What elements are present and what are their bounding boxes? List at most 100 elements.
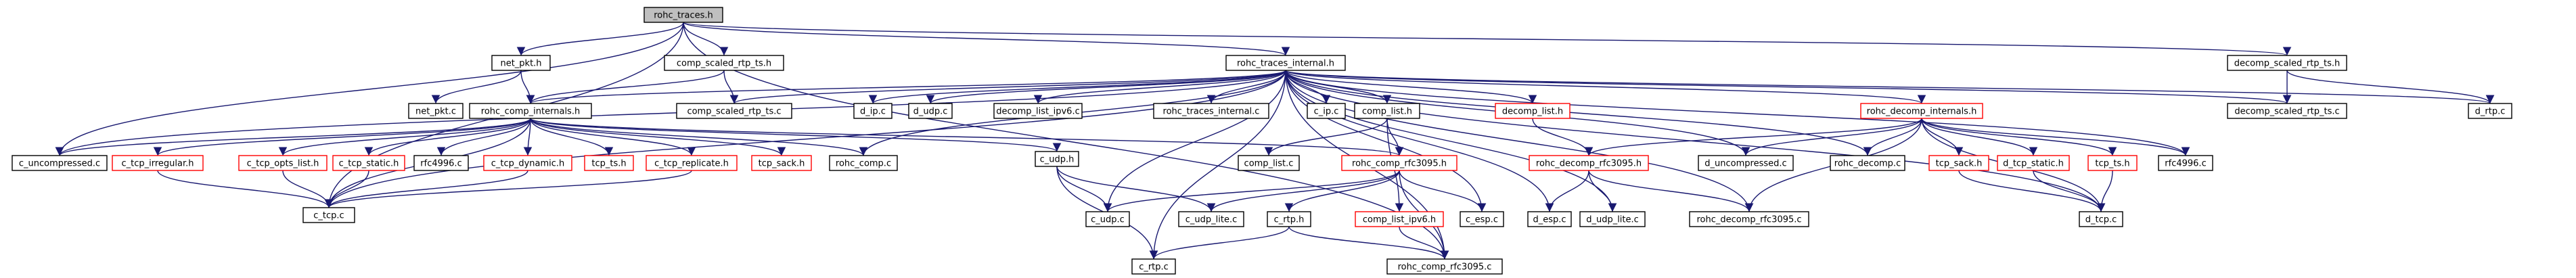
edge-rohc_decomp_internals_h-to-rfc4996_c_right: [1921, 118, 2190, 156]
node-box: [829, 155, 898, 171]
node-net-pkt-h[interactable]: net_pkt.h: [491, 55, 551, 71]
edge-rohc_traces_internal_h-to-rohc_comp_internals_h: [526, 70, 1286, 104]
edge-rohc_traces_internal_h-to-d_udp_c: [926, 70, 1286, 104]
node-rohc-decomp-c[interactable]: rohc_decomp.c: [1830, 155, 1905, 171]
node-label: rohc_comp_internals.h: [481, 107, 580, 117]
node-d-esp-c[interactable]: d_esp.c: [1527, 211, 1572, 227]
node-c-udp-c[interactable]: c_udp.c: [1085, 211, 1130, 227]
node-comp-list-h[interactable]: comp_list.h: [1354, 103, 1420, 119]
node-label: rohc_traces_internal.c: [1163, 107, 1260, 117]
node-c-udp-h[interactable]: c_udp.h: [1035, 151, 1079, 167]
node-d-udp-lite-c[interactable]: d_udp_lite.c: [1579, 211, 1646, 227]
node-c-tcp-opts-list-h[interactable]: c_tcp_opts_list.h: [238, 155, 327, 171]
node-rohc-comp-c[interactable]: rohc_comp.c: [829, 155, 898, 171]
node-d-rtp-c[interactable]: d_rtp.c: [2468, 103, 2512, 119]
node-decomp-scaled-rtp-ts-c[interactable]: decomp_scaled_rtp_ts.c: [2227, 103, 2347, 119]
node-box: [483, 155, 572, 171]
node-rohc-comp-rfc3095-c[interactable]: rohc_comp_rfc3095.c: [1386, 258, 1503, 275]
node-c-ip-c[interactable]: c_ip.c: [1307, 103, 1346, 119]
node-label: c_tcp_replicate.h: [654, 159, 729, 169]
node-box: [1579, 211, 1646, 227]
edge-c_udp_h-to-c_udp_c: [1056, 166, 1112, 212]
node-label: d_udp.c: [913, 107, 948, 117]
node-c-tcp-irregular-h[interactable]: c_tcp_irregular.h: [112, 155, 204, 171]
node-box: [1689, 211, 1809, 227]
node-rohc-traces-internal-c[interactable]: rohc_traces_internal.c: [1153, 103, 1269, 119]
node-d-udp-c[interactable]: d_udp.c: [908, 103, 953, 119]
node-label: d_tcp.c: [2085, 215, 2117, 225]
node-d-tcp-c[interactable]: d_tcp.c: [2079, 211, 2123, 227]
node-c-udp-lite-c[interactable]: c_udp_lite.c: [1178, 211, 1244, 227]
edge-rohc_comp_rfc3095_h-to-c_udp_c: [1103, 170, 1400, 212]
edge-rohc_decomp_internals_h-to-d_tcp_static_h: [1921, 118, 2038, 156]
node-d-ip-c[interactable]: d_ip.c: [853, 103, 892, 119]
node-decomp-scaled-rtp-ts-h[interactable]: decomp_scaled_rtp_ts.h: [2227, 55, 2347, 71]
node-c-esp-c[interactable]: c_esp.c: [1460, 211, 1504, 227]
node-box: [1341, 155, 1458, 171]
edge-rohc_traces_internal_h-to-rfc4996_c_right: [1285, 70, 2190, 156]
node-net-pkt-c[interactable]: net_pkt.c: [408, 103, 464, 119]
edge-c_udp_h-to-c_udp_lite_c: [1056, 166, 1216, 212]
node-c-rtp-c[interactable]: c_rtp.c: [1131, 258, 1176, 275]
node-label: decomp_scaled_rtp_ts.c: [2234, 107, 2339, 117]
node-c-rtp-h[interactable]: c_rtp.h: [1267, 211, 1311, 227]
node-box: [646, 155, 738, 171]
node-label: rohc_traces.h: [654, 11, 713, 21]
node-label: c_udp_lite.c: [1185, 215, 1238, 225]
node-box: [2468, 103, 2512, 119]
edge-comp_list_h-to-comp_list_c: [1264, 118, 1388, 156]
node-comp-scaled-rtp-ts-h[interactable]: comp_scaled_rtp_ts.h: [664, 55, 784, 71]
edge-rohc_comp_internals_h-to-c_tcp_opts_list_h: [278, 118, 531, 156]
node-c-tcp-replicate-h[interactable]: c_tcp_replicate.h: [646, 155, 738, 171]
node-box: [12, 155, 108, 171]
node-box: [1698, 155, 1794, 171]
node-box: [1495, 103, 1571, 119]
node-rfc4996-c-left[interactable]: rfc4996.c: [413, 155, 469, 171]
node-box: [1386, 258, 1503, 275]
node-rfc4996-c-right[interactable]: rfc4996.c: [2158, 155, 2213, 171]
node-rohc-traces-internal-h[interactable]: rohc_traces_internal.h: [1225, 55, 1346, 71]
node-comp-list-c[interactable]: comp_list.c: [1238, 155, 1300, 171]
node-label: rohc_decomp.c: [1834, 159, 1901, 169]
edge-decomp_list_h-to-rohc_decomp_rfc3095_h: [1532, 118, 1594, 156]
node-d-uncompressed-c[interactable]: d_uncompressed.c: [1698, 155, 1794, 171]
node-decomp-list-h[interactable]: decomp_list.h: [1495, 103, 1571, 119]
node-label: d_esp.c: [1533, 215, 1566, 225]
node-d-tcp-static-h[interactable]: d_tcp_static.h: [1997, 155, 2070, 171]
node-box: [751, 155, 812, 171]
edge-rohc_traces_internal_h-to-comp_scaled_rtp_ts_c: [730, 70, 1286, 104]
edge-rohc_comp_rfc3095_h-to-c_rtp_h: [1284, 170, 1400, 212]
edge-comp_list_ipv6_h-to-rohc_comp_rfc3095_c: [1399, 226, 1449, 260]
edge-rohc_comp_internals_h-to-c_udp_h: [530, 118, 1061, 152]
node-rohc-decomp-internals-h[interactable]: rohc_decomp_internals.h: [1860, 103, 1983, 119]
edge-rohc_comp_internals_h-to-c_tcp_replicate_h: [530, 118, 696, 156]
edge-rohc_comp_internals_h-to-rfc4996_c_left: [436, 118, 531, 156]
edge-tcp_sack_h_right-to-d_tcp_c: [1958, 170, 2106, 212]
node-decomp-list-ipv6-c[interactable]: decomp_list_ipv6.c: [993, 103, 1083, 119]
node-tcp-ts-h-right[interactable]: tcp_ts.h: [2087, 155, 2138, 171]
node-label: tcp_sack.h: [759, 159, 805, 169]
node-rohc-decomp-rfc3095-h[interactable]: rohc_decomp_rfc3095.h: [1529, 155, 1649, 171]
node-rohc-decomp-rfc3095-c[interactable]: rohc_decomp_rfc3095.c: [1689, 211, 1809, 227]
edge-rohc_comp_internals_h-to-c_tcp_static_h: [364, 118, 531, 156]
edge-c_rtp_h-to-c_rtp_c: [1149, 226, 1290, 260]
node-box: [664, 55, 784, 71]
node-box: [1355, 211, 1444, 227]
node-tcp-sack-h-left[interactable]: tcp_sack.h: [751, 155, 812, 171]
node-box: [238, 155, 327, 171]
edge-rohc_traces_internal_h-to-d_esp_c: [1285, 70, 1554, 212]
node-rohc-comp-internals-h[interactable]: rohc_comp_internals.h: [469, 103, 592, 119]
node-c-tcp-dynamic-h[interactable]: c_tcp_dynamic.h: [483, 155, 572, 171]
node-comp-list-ipv6-h[interactable]: comp_list_ipv6.h: [1355, 211, 1444, 227]
node-label: c_tcp.c: [313, 211, 344, 221]
node-box: [1928, 155, 1989, 171]
node-label: rohc_traces_internal.h: [1237, 59, 1334, 69]
node-c-uncompressed-c[interactable]: c_uncompressed.c: [12, 155, 108, 171]
node-c-tcp-c[interactable]: c_tcp.c: [302, 207, 355, 223]
node-comp-scaled-rtp-ts-c[interactable]: comp_scaled_rtp_ts.c: [676, 103, 792, 119]
node-tcp-sack-h-right[interactable]: tcp_sack.h: [1928, 155, 1989, 171]
node-tcp-ts-h-left[interactable]: tcp_ts.h: [584, 155, 634, 171]
node-label: net_pkt.h: [500, 59, 541, 69]
node-rohc-comp-rfc3095-h[interactable]: rohc_comp_rfc3095.h: [1341, 155, 1458, 171]
node-c-tcp-static-h[interactable]: c_tcp_static.h: [332, 155, 405, 171]
